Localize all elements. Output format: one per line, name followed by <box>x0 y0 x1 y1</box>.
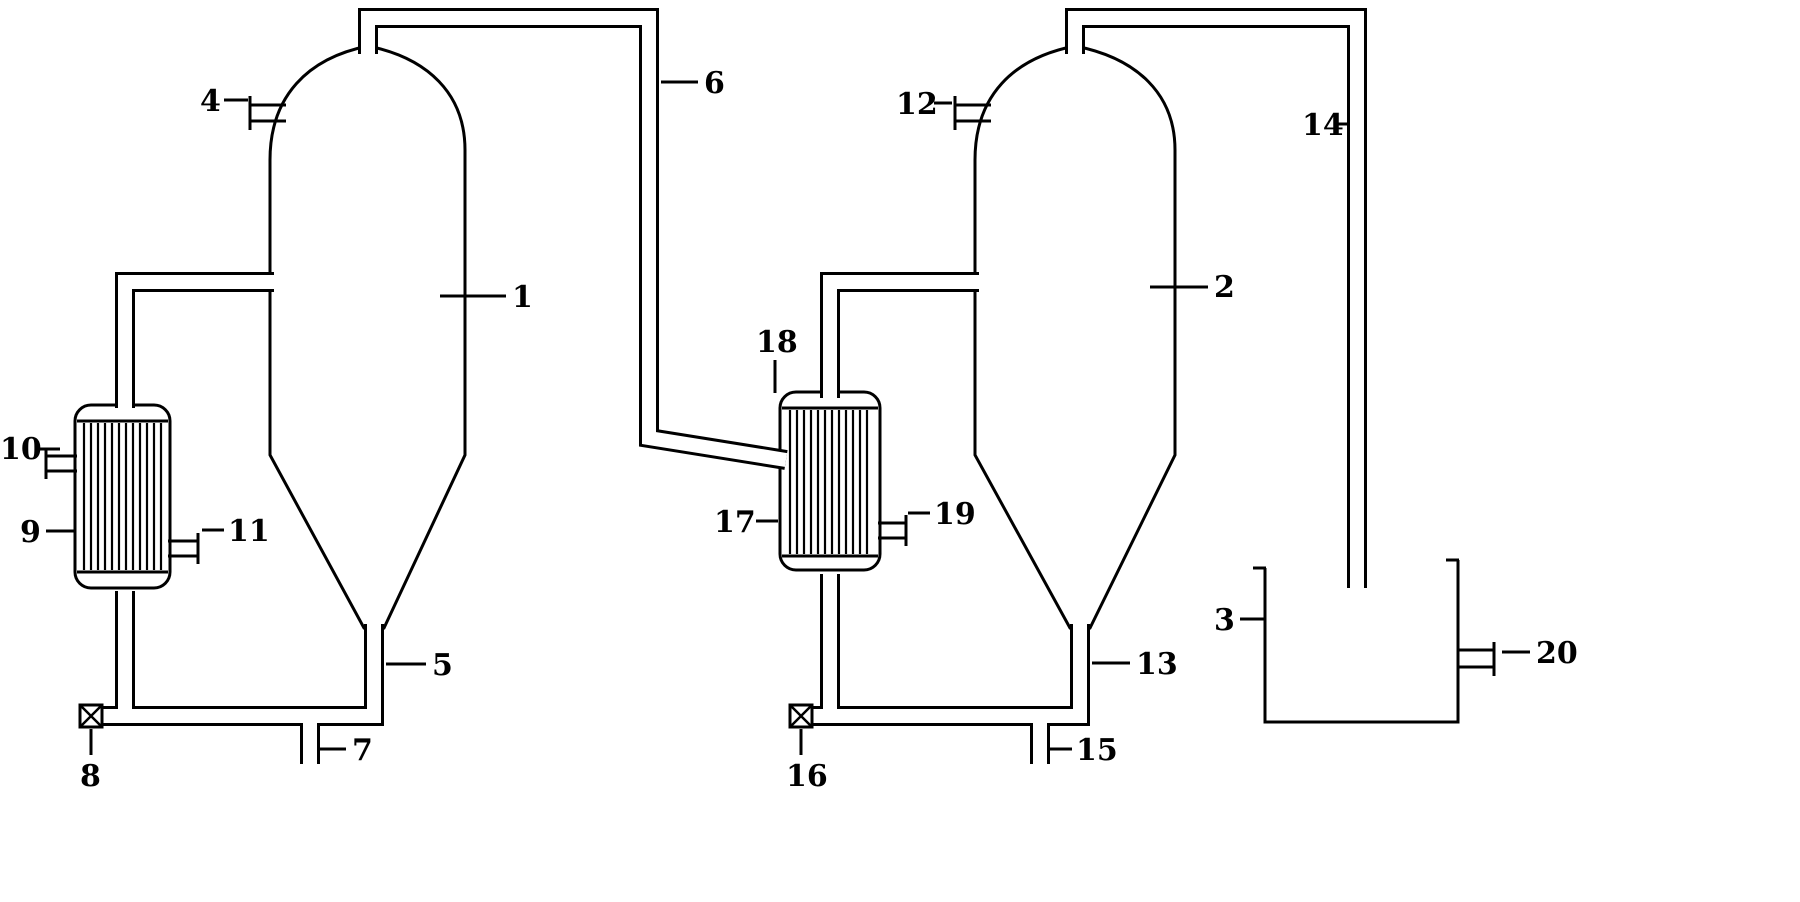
label-17: 17 <box>714 505 756 540</box>
leader-lines <box>36 80 1530 755</box>
label-16: 16 <box>786 759 828 794</box>
label-2: 2 <box>1214 270 1235 305</box>
label-19: 19 <box>934 497 976 532</box>
heater-1-shell <box>73 403 172 590</box>
pipes-core <box>82 11 1364 764</box>
evaporator-vessel-2 <box>973 44 1177 630</box>
valve-2-x <box>789 704 813 728</box>
heater-2-shell <box>778 390 882 572</box>
tank-wall-top-ticks <box>1253 558 1459 570</box>
label-11: 11 <box>228 514 270 549</box>
piping <box>82 8 1367 764</box>
nozzle-10 <box>44 448 77 479</box>
heater-1 <box>73 403 172 590</box>
nozzle-4 <box>248 96 286 130</box>
valve-2 <box>788 703 814 729</box>
label-4: 4 <box>200 84 221 119</box>
collection-tank <box>1263 560 1460 724</box>
valve-1-x <box>79 704 103 728</box>
label-20: 20 <box>1536 636 1578 671</box>
heater-1-tube-sheets <box>77 419 168 574</box>
label-8: 8 <box>80 759 101 794</box>
label-13: 13 <box>1136 647 1178 682</box>
label-6: 6 <box>704 66 725 101</box>
nozzles <box>44 96 1496 676</box>
nozzle-20 <box>1458 642 1496 676</box>
label-14: 14 <box>1302 108 1344 143</box>
label-3: 3 <box>1214 603 1235 638</box>
nozzle-11 <box>168 533 200 564</box>
equipment <box>73 44 1460 724</box>
nozzle-19 <box>878 515 908 546</box>
heater-1-tubes <box>82 423 163 570</box>
label-18: 18 <box>756 325 798 360</box>
label-10: 10 <box>0 432 42 467</box>
label-1: 1 <box>512 280 533 315</box>
valve-1 <box>78 703 104 729</box>
label-9: 9 <box>20 515 41 550</box>
heater-2-tube-sheets <box>782 406 878 558</box>
label-5: 5 <box>432 648 453 683</box>
label-12: 12 <box>896 87 938 122</box>
evaporator-vessel-1 <box>268 44 467 630</box>
label-7: 7 <box>352 733 373 768</box>
heater-2-tubes <box>788 410 869 554</box>
nozzle-12 <box>953 96 991 130</box>
labels: 1 2 3 4 5 6 7 8 9 10 11 12 13 14 15 16 1… <box>0 66 1578 794</box>
label-15: 15 <box>1076 733 1118 768</box>
heater-2 <box>778 390 882 572</box>
